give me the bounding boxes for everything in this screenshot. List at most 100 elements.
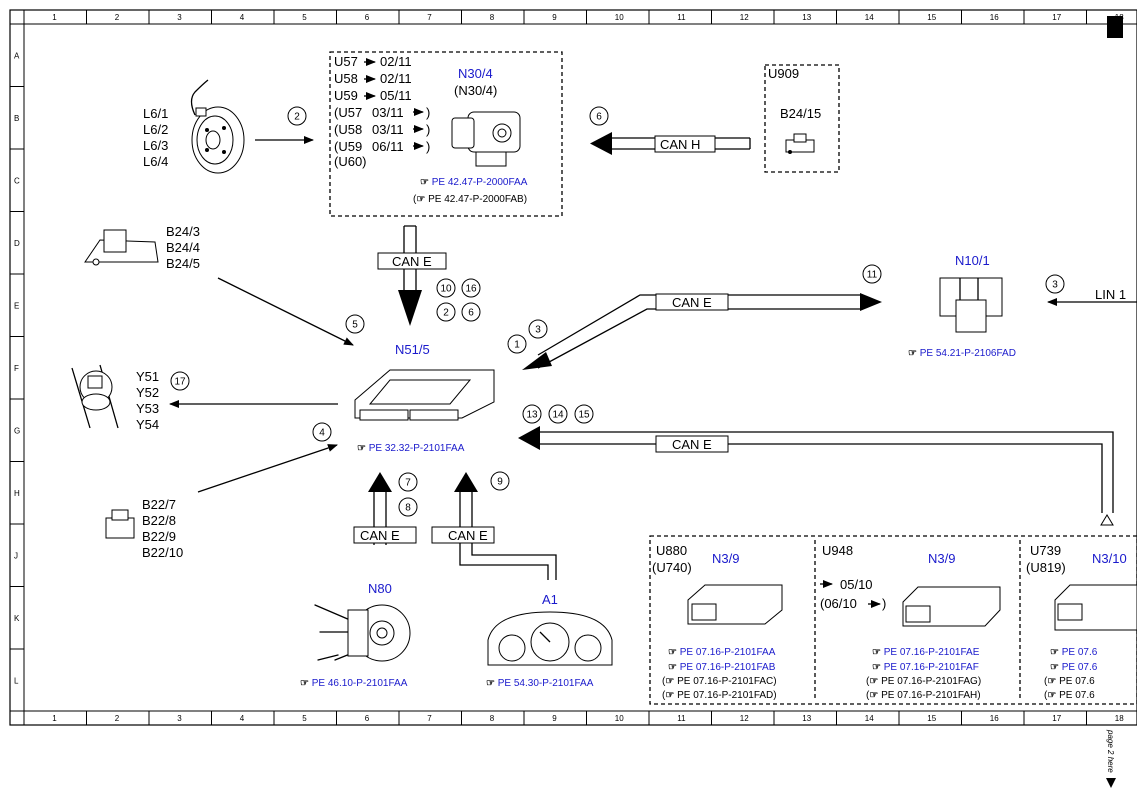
callout-circle — [548, 404, 568, 424]
callout-circle — [1045, 274, 1065, 294]
callout-number: 7 — [405, 478, 411, 489]
box2-ref: ☞ PE 07.16-P-2101FAF — [872, 662, 979, 673]
n30-date: 02/11 — [380, 54, 412, 69]
callout-number: 11 — [867, 270, 878, 281]
callout-number: 2 — [294, 112, 300, 123]
n80-title: N80 — [368, 581, 392, 596]
svg-text:): ) — [426, 122, 430, 137]
ruler-labels: 1122334455667788991010111112121313141415… — [14, 13, 1124, 723]
column-label: 15 — [927, 13, 936, 22]
callout-number: 3 — [1052, 280, 1058, 291]
column-label: 10 — [615, 13, 624, 22]
box3-ref: (☞ PE 07.6 — [1044, 676, 1095, 687]
n30-date: 02/11 — [380, 71, 412, 86]
page-marker-icon — [1107, 16, 1123, 38]
page-hint: page 2 here — [1106, 729, 1115, 773]
box2-ref: (☞ PE 07.16-P-2101FAH) — [866, 690, 981, 701]
b22-label: B22/8 — [142, 513, 176, 528]
callout-number: 9 — [497, 477, 503, 488]
n30-date: 05/11 — [380, 88, 412, 103]
box3-code: U739 — [1030, 543, 1061, 558]
callout-circle — [522, 404, 542, 424]
box1-code: U880 — [656, 543, 687, 558]
column-label: 13 — [802, 13, 811, 22]
box1-ref: ☞ PE 07.16-P-2101FAA — [668, 647, 776, 658]
box3-ref: (☞ PE 07.6 — [1044, 690, 1095, 701]
callout-number: 14 — [552, 410, 564, 421]
box2-ref: (☞ PE 07.16-P-2101FAG) — [866, 676, 981, 687]
steering-switch-graphic — [314, 604, 411, 662]
n10-title: N10/1 — [955, 253, 990, 268]
column-label: 9 — [552, 714, 557, 723]
box1-code2: (U740) — [652, 560, 692, 575]
column-label: 8 — [490, 714, 495, 723]
column-label: 11 — [677, 13, 686, 22]
n30-ref: (☞ PE 42.47-P-2000FAB) — [413, 194, 527, 205]
callout-number: 16 — [465, 284, 477, 295]
column-label: 10 — [615, 714, 624, 723]
row-label: J — [14, 551, 18, 560]
callout-number: 10 — [440, 284, 452, 295]
row-label: C — [14, 176, 20, 185]
wheel-speed-sensor-graphic — [190, 79, 245, 174]
y-label: Y52 — [136, 385, 159, 400]
instrument-cluster-graphic — [487, 611, 613, 666]
callout-number: 1 — [514, 340, 520, 351]
box1-ref: ☞ PE 07.16-P-2101FAB — [668, 662, 776, 673]
can-e-label: CAN E — [448, 528, 488, 543]
callout-circle — [862, 264, 882, 284]
callout-number: 8 — [405, 503, 411, 514]
row-label: D — [14, 239, 20, 248]
n51-ref: ☞ PE 32.32-P-2101FAA — [357, 443, 465, 454]
n30-code: U58 — [334, 71, 358, 86]
can-h-label: CAN H — [660, 137, 700, 152]
svg-text:): ) — [426, 105, 430, 120]
box3-ref: ☞ PE 07.6 — [1050, 647, 1098, 658]
row-label: K — [14, 614, 20, 623]
n30-date: 06/11 — [372, 139, 404, 154]
box1-ref: (☞ PE 07.16-P-2101FAD) — [662, 690, 777, 701]
wheel-label: L6/4 — [143, 154, 168, 169]
n30-subtitle: (N30/4) — [454, 83, 497, 98]
callout-circle — [398, 472, 418, 492]
sam-module-graphic — [939, 277, 1003, 333]
column-label: 12 — [740, 714, 749, 723]
lin1-label: LIN 1 — [1095, 287, 1126, 302]
callout-circle — [461, 302, 481, 322]
n30-date-arrows — [364, 58, 424, 150]
a1-ref: ☞ PE 54.30-P-2101FAA — [486, 678, 594, 689]
callout-number: 4 — [319, 428, 325, 439]
column-label: 14 — [865, 13, 874, 22]
box2-date: (06/10 — [820, 596, 857, 611]
column-label: 6 — [365, 13, 370, 22]
n30-date: 03/11 — [372, 105, 404, 120]
b22-label: B22/10 — [142, 545, 183, 560]
b24-sensor-graphic — [84, 229, 159, 266]
callout-circle — [507, 334, 527, 354]
n51-module-graphic — [354, 369, 495, 421]
row-label: G — [14, 426, 20, 435]
b24-15-sensor-graphic — [785, 133, 815, 154]
abs-module-graphic — [451, 111, 521, 167]
wheel-label: L6/3 — [143, 138, 168, 153]
b22-sensor-graphic — [105, 509, 135, 539]
callout-circle — [574, 404, 594, 424]
box3-code2: (U819) — [1026, 560, 1066, 575]
ecu-graphic — [902, 586, 1001, 627]
callout-circle — [490, 471, 510, 491]
callout-number: 3 — [535, 325, 541, 336]
box3-ref: ☞ PE 07.6 — [1050, 662, 1098, 673]
column-label: 5 — [302, 714, 307, 723]
n51-title: N51/5 — [395, 342, 430, 357]
b22-label: B22/7 — [142, 497, 176, 512]
column-label: 14 — [865, 714, 874, 723]
b24-label: B24/5 — [166, 256, 200, 271]
callout-circle — [589, 106, 609, 126]
n30-title: N30/4 — [458, 66, 493, 81]
row-label: B — [14, 114, 19, 123]
column-label: 17 — [1052, 13, 1061, 22]
u909-code: U909 — [768, 66, 799, 81]
n80-ref: ☞ PE 46.10-P-2101FAA — [300, 678, 408, 689]
n30-group-box — [329, 51, 563, 217]
can-e-label: CAN E — [672, 295, 712, 310]
